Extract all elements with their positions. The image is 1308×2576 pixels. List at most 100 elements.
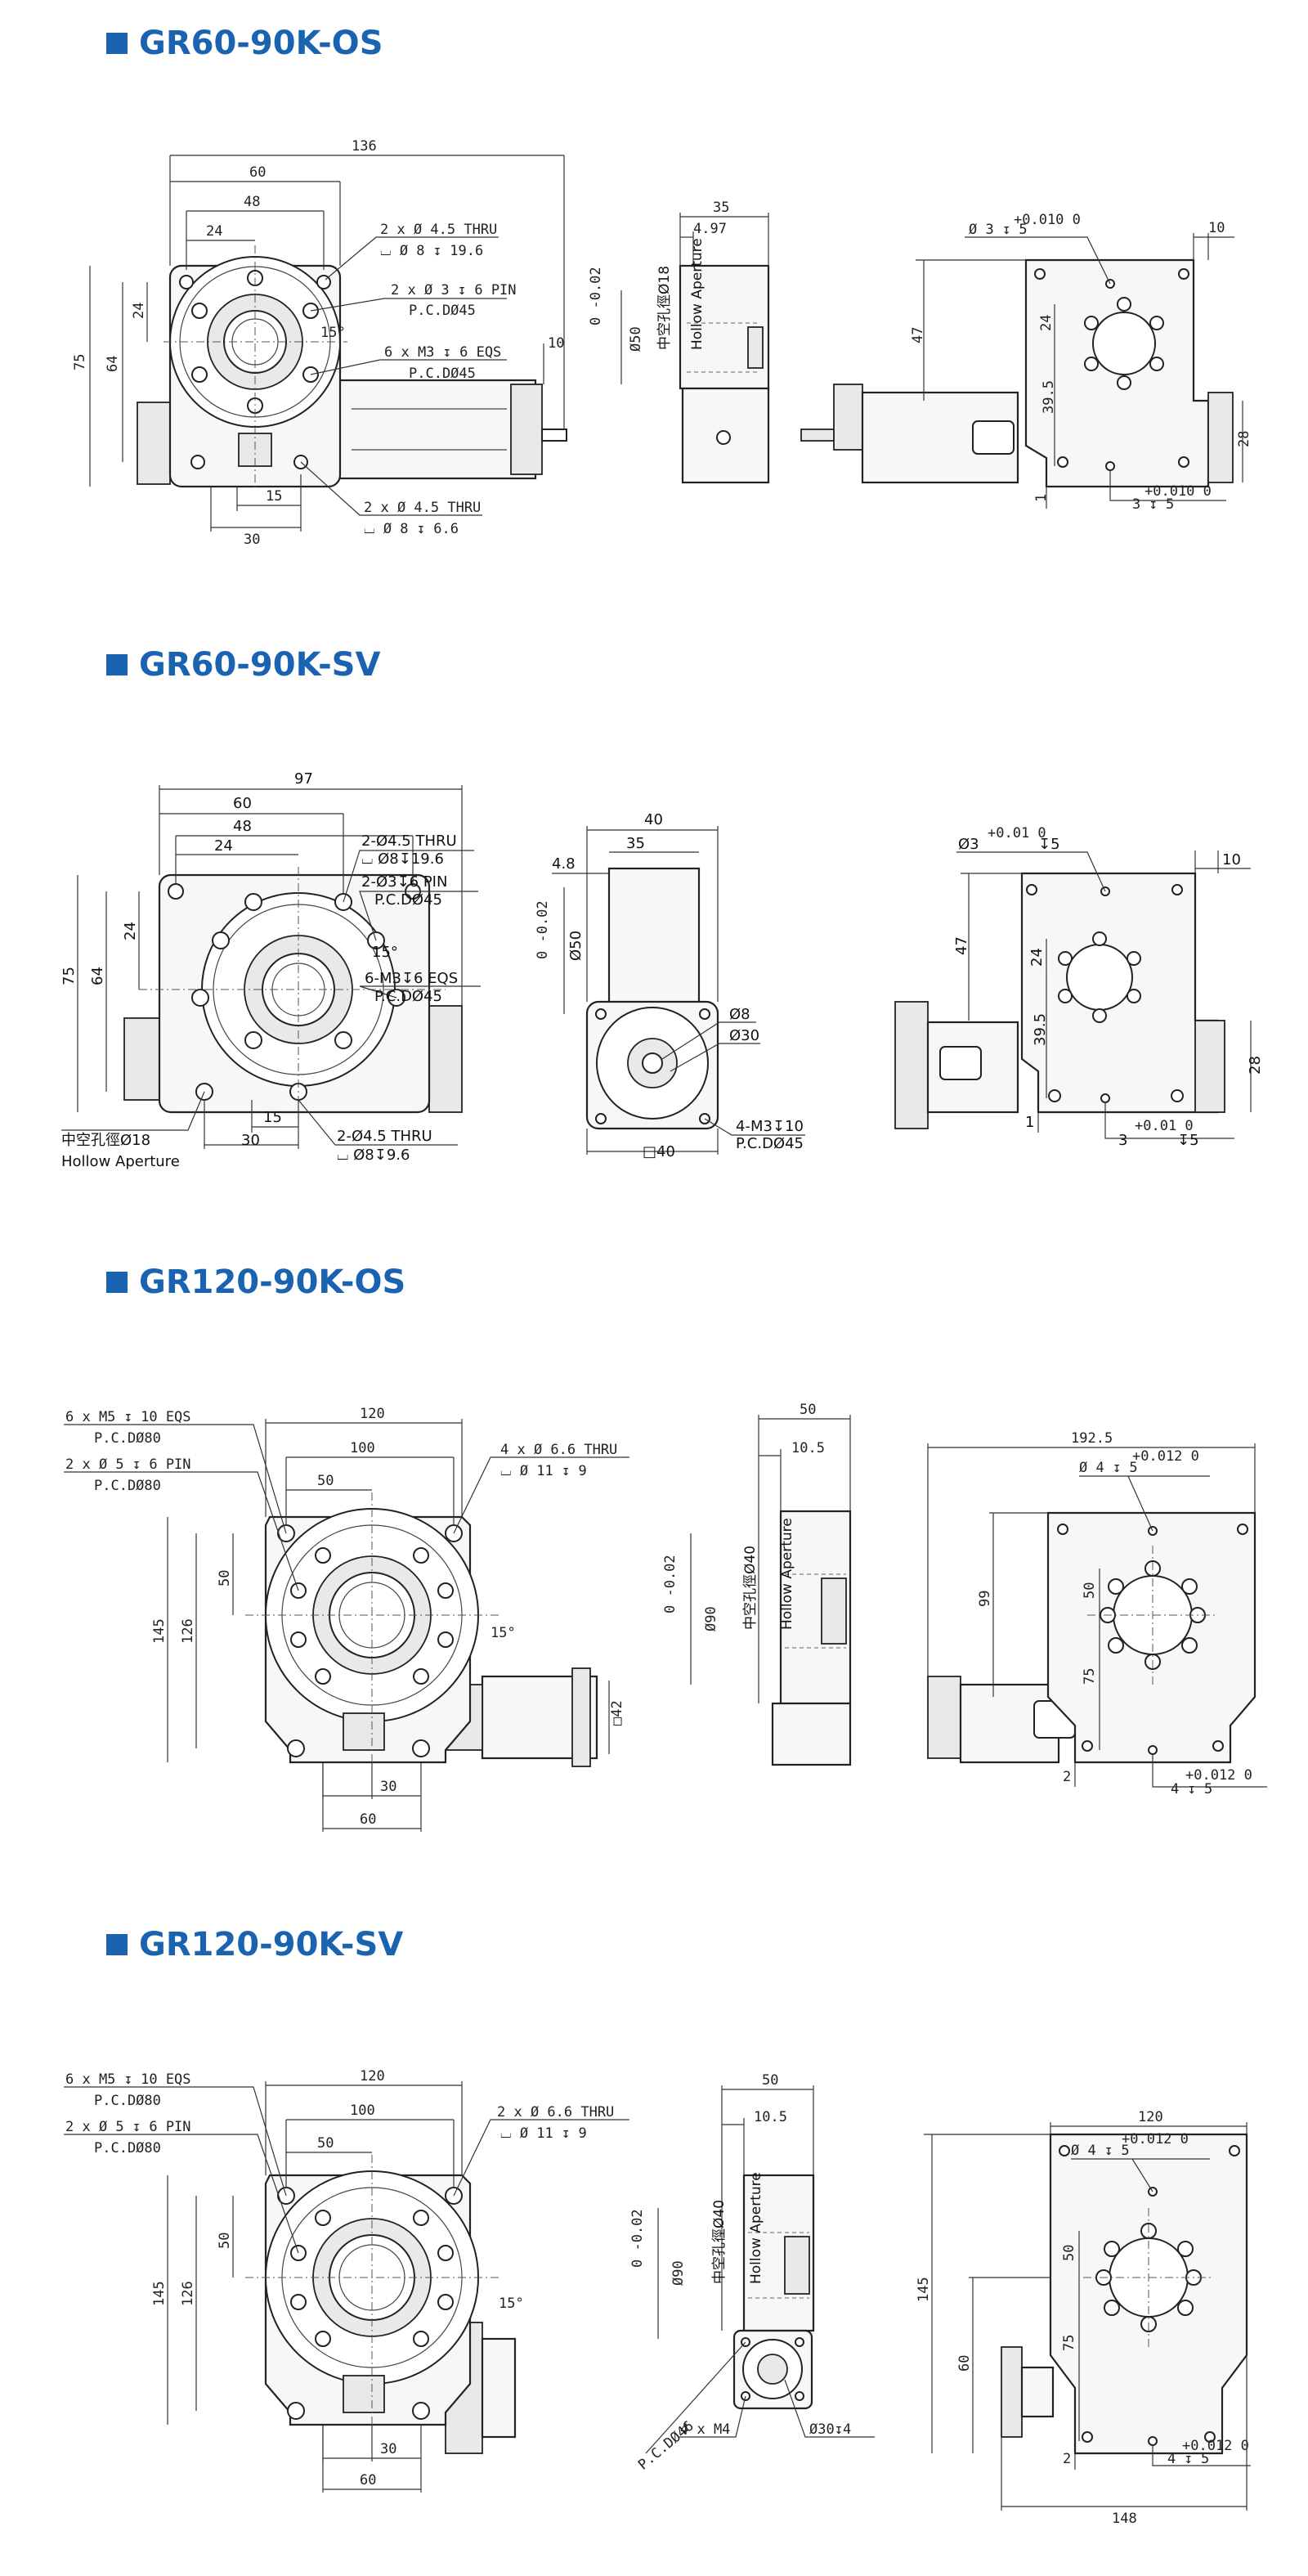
- gr120-os-side-view: 50 10.5 Ø90 0 -0.02 中空孔徑Ø40 Hollow Apert…: [662, 1402, 852, 1766]
- motor-body: [338, 379, 537, 480]
- title-square-icon: [106, 654, 128, 675]
- svg-text:35: 35: [626, 835, 645, 852]
- svg-text:中空孔徑Ø18: 中空孔徑Ø18: [656, 266, 673, 350]
- svg-text:60: 60: [360, 2472, 376, 2488]
- svg-text:Ø50: Ø50: [628, 326, 644, 352]
- svg-text:15: 15: [263, 1109, 282, 1126]
- svg-text:0 -0.02: 0 -0.02: [662, 1555, 679, 1613]
- svg-text:6 x M5 ↧ 10 EQS: 6 x M5 ↧ 10 EQS: [65, 2071, 191, 2088]
- svg-text:Hollow Aperture: Hollow Aperture: [779, 1518, 795, 1630]
- svg-text:50: 50: [1082, 1582, 1098, 1599]
- svg-text:6 x M3 ↧ 6 EQS: 6 x M3 ↧ 6 EQS: [384, 344, 501, 361]
- svg-text:24: 24: [1028, 948, 1046, 967]
- svg-text:28: 28: [1247, 1056, 1264, 1075]
- svg-text:145: 145: [151, 2281, 168, 2306]
- svg-text:⌴ Ø8↧9.6: ⌴ Ø8↧9.6: [337, 1147, 410, 1164]
- svg-text:Hollow Aperture: Hollow Aperture: [61, 1153, 180, 1170]
- svg-text:120: 120: [1138, 2109, 1163, 2125]
- svg-text:P.C.DØ45: P.C.DØ45: [409, 303, 476, 319]
- svg-text:Ø30: Ø30: [729, 1027, 759, 1044]
- gr120-sv-side-view: 50 10.5 Ø90 0 -0.02 中空孔徑Ø40 Hollow Apert…: [629, 2072, 875, 2474]
- svg-text:2-Ø3↧6 PIN: 2-Ø3↧6 PIN: [361, 873, 447, 891]
- svg-text:60: 60: [233, 795, 252, 812]
- svg-text:P.C.DØ80: P.C.DØ80: [94, 1478, 161, 1494]
- svg-text:64: 64: [105, 356, 121, 372]
- gr60-sv-front-view: 97 60 48 24 75 64 24 15 30 2-Ø4.5 THRU ⌴…: [60, 770, 481, 1170]
- title-square-icon: [106, 1934, 128, 1955]
- svg-text:4.8: 4.8: [552, 855, 576, 873]
- svg-text:50: 50: [217, 1570, 233, 1586]
- svg-text:24: 24: [206, 223, 222, 240]
- svg-text:2 x Ø 6.6 THRU: 2 x Ø 6.6 THRU: [497, 2104, 614, 2120]
- svg-text:50: 50: [217, 2233, 233, 2249]
- svg-text:10.5: 10.5: [791, 1440, 825, 1456]
- svg-text:Ø30↧4: Ø30↧4: [809, 2421, 851, 2438]
- svg-text:30: 30: [241, 1132, 260, 1149]
- section-title-1: GR60-90K-OS: [106, 25, 383, 62]
- svg-text:4 x Ø 6.6 THRU: 4 x Ø 6.6 THRU: [500, 1442, 617, 1458]
- motor-body: [607, 867, 701, 1017]
- svg-text:2 x Ø 5 ↧ 6 PIN: 2 x Ø 5 ↧ 6 PIN: [65, 1456, 191, 1473]
- svg-text:148: 148: [1112, 2511, 1137, 2527]
- svg-text:Ø90: Ø90: [703, 1606, 719, 1631]
- svg-text:35: 35: [713, 200, 729, 216]
- svg-text:0 -0.02: 0 -0.02: [629, 2209, 646, 2268]
- svg-text:Ø 3 ↧ 5: Ø 3 ↧ 5: [969, 222, 1028, 238]
- svg-text:75: 75: [1082, 1668, 1098, 1685]
- svg-text:中空孔徑Ø40: 中空孔徑Ø40: [742, 1546, 759, 1630]
- svg-text:60: 60: [956, 2355, 973, 2372]
- svg-text:120: 120: [360, 1406, 385, 1422]
- svg-text:+0.012 0: +0.012 0: [1132, 1448, 1199, 1465]
- svg-text:10: 10: [1208, 220, 1225, 236]
- svg-text:P.C.DØ45: P.C.DØ45: [374, 891, 442, 909]
- gr60-os-rear-view: 47 24 39.5 1 10 28 Ø 3 ↧ 5 +0.010 0 3 ↧ …: [800, 212, 1252, 513]
- svg-text:50: 50: [317, 2135, 334, 2152]
- svg-text:50: 50: [762, 2072, 778, 2089]
- svg-text:中空孔徑Ø40: 中空孔徑Ø40: [711, 2200, 728, 2284]
- gr120-os-front-view: 120 100 50 145 126 50 15° □42 30 60 6 x …: [64, 1406, 629, 1832]
- svg-text:97: 97: [294, 770, 313, 788]
- svg-text:+0.012 0: +0.012 0: [1122, 2131, 1189, 2147]
- svg-text:Ø8: Ø8: [729, 1006, 750, 1023]
- svg-text:24: 24: [214, 837, 233, 855]
- svg-text:15°: 15°: [320, 325, 346, 341]
- svg-text:64: 64: [89, 967, 106, 985]
- svg-text:↧5: ↧5: [1177, 1132, 1199, 1149]
- svg-text:192.5: 192.5: [1071, 1430, 1113, 1447]
- svg-text:Hollow Aperture: Hollow Aperture: [689, 238, 706, 350]
- svg-text:50: 50: [317, 1473, 334, 1489]
- svg-text:中空孔徑Ø18: 中空孔徑Ø18: [61, 1132, 150, 1149]
- svg-text:47: 47: [910, 327, 926, 343]
- svg-text:136: 136: [352, 138, 377, 155]
- svg-text:4 ↧ 5: 4 ↧ 5: [1171, 1781, 1212, 1797]
- svg-text:10: 10: [1222, 851, 1241, 868]
- svg-text:2 x Ø 4.5 THRU: 2 x Ø 4.5 THRU: [380, 222, 497, 238]
- svg-text:24: 24: [1038, 315, 1055, 331]
- svg-text:+0.010 0: +0.010 0: [1014, 212, 1081, 228]
- svg-text:60: 60: [249, 164, 266, 181]
- svg-text:P.C.DØ45: P.C.DØ45: [374, 988, 442, 1005]
- svg-text:P.C.DØ45: P.C.DØ45: [409, 366, 476, 382]
- gr120-sv-front-view: 120 100 50 145 126 50 15° 30 60 6 x M5 ↧…: [64, 2068, 629, 2493]
- svg-text:Ø90: Ø90: [670, 2260, 687, 2286]
- svg-text:10.5: 10.5: [754, 2109, 787, 2125]
- svg-text:145: 145: [151, 1618, 168, 1644]
- svg-text:4 ↧ 5: 4 ↧ 5: [1167, 2451, 1209, 2467]
- svg-text:3 ↧ 5: 3 ↧ 5: [1132, 496, 1174, 513]
- svg-text:+0.010 0: +0.010 0: [1144, 483, 1212, 500]
- svg-text:6-M3↧6 EQS: 6-M3↧6 EQS: [365, 970, 458, 987]
- svg-text:P.C.DØ80: P.C.DØ80: [94, 2140, 161, 2156]
- svg-text:1: 1: [1025, 1114, 1034, 1131]
- svg-text:P.C.DØ45: P.C.DØ45: [736, 1135, 804, 1152]
- svg-text:50: 50: [800, 1402, 816, 1418]
- svg-text:⌴ Ø8↧19.6: ⌴ Ø8↧19.6: [361, 850, 444, 868]
- svg-text:⌴ Ø 11 ↧ 9: ⌴ Ø 11 ↧ 9: [500, 1463, 587, 1479]
- svg-text:Ø3: Ø3: [958, 836, 979, 853]
- svg-text:126: 126: [180, 2281, 196, 2306]
- svg-text:24: 24: [131, 303, 147, 319]
- svg-text:2-Ø4.5 THRU: 2-Ø4.5 THRU: [361, 832, 457, 850]
- svg-text:3: 3: [1118, 1132, 1127, 1149]
- svg-text:75: 75: [1061, 2335, 1077, 2351]
- svg-text:P.C.DØ80: P.C.DØ80: [94, 2093, 161, 2109]
